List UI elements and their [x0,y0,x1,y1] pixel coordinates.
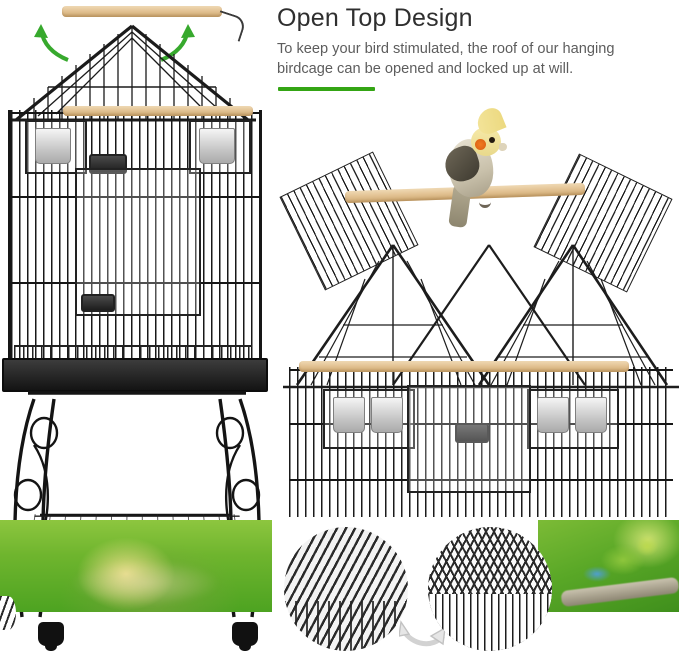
right-cage-body [289,361,673,517]
inset-edge-sliver [0,596,16,630]
feeder-door-right[interactable] [189,120,251,174]
page-title: Open Top Design [277,4,473,32]
bird-beak [499,143,507,151]
bird-foot [479,197,491,208]
cockatiel-photo-band [0,520,272,612]
caster-wheel-right[interactable] [232,622,258,651]
right-feeder-cup-2 [371,397,403,433]
main-access-door[interactable] [75,168,201,316]
right-product-photo [279,95,679,525]
feature-text-block: Open Top Design To keep your bird stimul… [277,4,669,80]
cockatiel-bird [435,105,519,229]
inset-cage-posts [284,601,408,651]
right-door-latch[interactable] [455,423,489,443]
right-feeder-cup-3 [537,397,569,433]
cage-body [8,106,262,365]
inset-roof-open [428,527,552,651]
open-roof-arrow-left-icon [28,20,74,64]
bird-cheek-patch [475,139,486,150]
right-feeder-door-left[interactable] [323,389,415,449]
right-feeder-cup-1 [333,397,365,433]
bird-eye [489,137,495,143]
feature-description: To keep your bird stimulated, the roof o… [277,40,615,78]
inset-open-cage-bars [428,593,552,651]
interior-perch [63,106,253,116]
door-latch-lower[interactable] [81,294,115,312]
right-interior-perch [299,361,629,372]
top-hanging-perch [62,6,222,17]
open-roof-arrow-right-icon [155,20,201,64]
cage-peaked-roof [8,24,256,124]
caster-wheel-left[interactable] [38,622,64,651]
quaker-parrot-photo-band [538,520,679,612]
feeder-cup-right [199,128,235,164]
feeder-door-left[interactable] [25,120,87,174]
pull-out-tray[interactable] [2,358,268,392]
feeder-cup-left [35,128,71,164]
accent-divider [278,87,375,91]
inset-roof-closed [284,527,408,651]
quaker-parrot [583,534,669,590]
right-feeder-door-right[interactable] [527,389,619,449]
right-main-door[interactable] [407,385,531,493]
right-feeder-cup-4 [575,397,607,433]
